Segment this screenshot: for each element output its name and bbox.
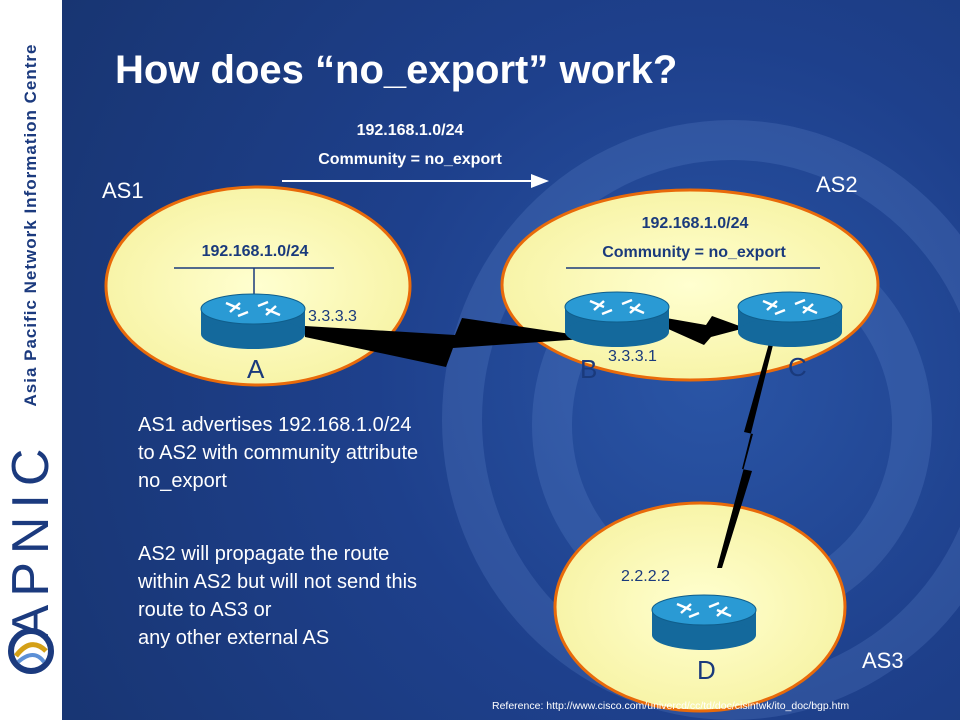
router-c-icon[interactable] xyxy=(737,291,843,347)
router-d-icon[interactable] xyxy=(651,594,757,650)
as2-prefix: 192.168.1.0/24 xyxy=(641,215,749,232)
router-b-icon[interactable] xyxy=(564,291,670,347)
reference-link[interactable]: Reference: http://www.cisco.com/univercd… xyxy=(492,700,850,712)
apnic-swirl-logo-icon xyxy=(8,628,54,674)
description-line: AS2 will propagate the route xyxy=(138,543,390,565)
description-line: any other external AS xyxy=(138,627,330,649)
router-a-icon[interactable] xyxy=(200,293,306,349)
page-title: How does “no_export” work? xyxy=(115,48,678,92)
router-a-label: A xyxy=(247,354,265,384)
advertisement-arrow xyxy=(282,174,549,188)
router-b-label: B xyxy=(580,354,598,384)
link-c-d xyxy=(717,333,776,568)
description-line: route to AS3 or xyxy=(138,599,272,621)
description-line: within AS2 but will not send this xyxy=(138,571,418,593)
as1-prefix: 192.168.1.0/24 xyxy=(201,243,309,260)
advert-community: Community = no_export xyxy=(318,151,502,168)
router-b-ip: 3.3.3.1 xyxy=(608,348,657,365)
sidebar: Asia Pacific Network Information Centre … xyxy=(0,0,62,720)
as3-label: AS3 xyxy=(862,648,904,673)
router-c-label: C xyxy=(788,352,807,382)
description-line: AS1 advertises 192.168.1.0/24 xyxy=(138,414,412,436)
as2-label: AS2 xyxy=(816,172,858,197)
description-para-1: AS1 advertises 192.168.1.0/24 to AS2 wit… xyxy=(138,411,418,495)
description-line: to AS2 with community attribute xyxy=(138,442,419,464)
as1-label: AS1 xyxy=(102,178,144,203)
as2-community: Community = no_export xyxy=(602,244,786,261)
router-d-label: D xyxy=(697,655,716,685)
router-d-ip: 2.2.2.2 xyxy=(621,568,670,585)
link-b-c xyxy=(666,316,745,345)
advert-prefix: 192.168.1.0/24 xyxy=(356,122,464,139)
router-a-ip: 3.3.3.3 xyxy=(308,308,357,325)
link-a-b xyxy=(305,318,598,367)
description-line: no_export xyxy=(138,470,227,492)
description-para-2: AS2 will propagate the route within AS2 … xyxy=(138,540,417,652)
